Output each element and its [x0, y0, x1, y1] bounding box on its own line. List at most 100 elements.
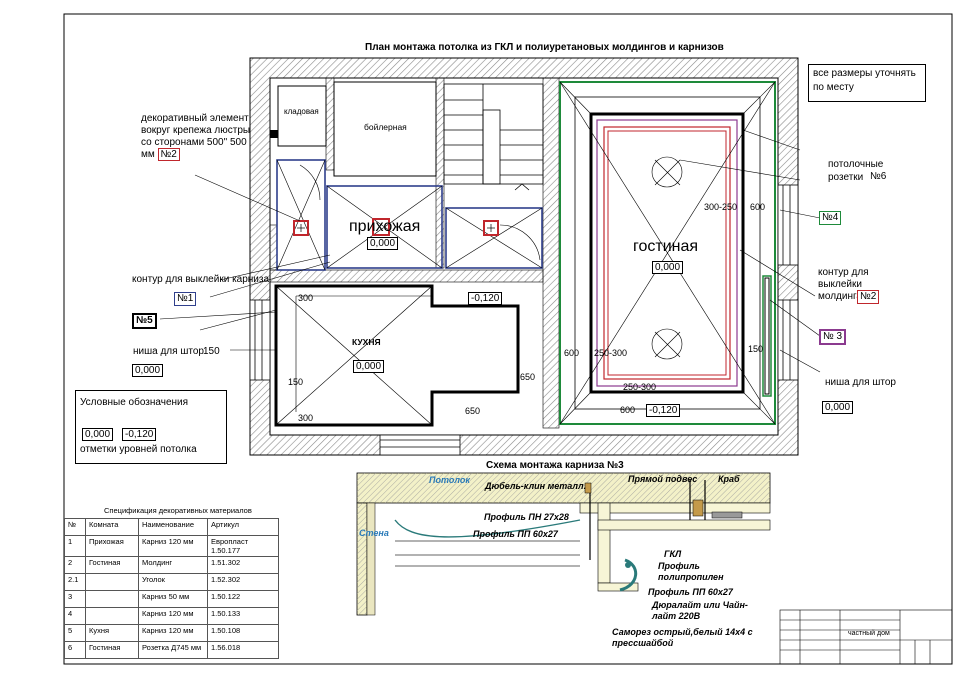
table-cell: 1.50.108 [207, 624, 279, 642]
dim-kitchen-300a: 300 [298, 293, 314, 303]
room-storage: кладовая [284, 107, 319, 116]
dim-living-250b: 250-300 [623, 382, 657, 392]
tag-4-green: №4 [819, 211, 842, 225]
callout-molding: контур для выклейки молдинга [818, 267, 869, 302]
legend-value-1: 0,000 [82, 428, 114, 441]
staircase [443, 83, 544, 191]
section-label-pn: Профиль ПН 27х28 [484, 512, 569, 522]
section-title: Схема монтажа карниза №3 [486, 460, 624, 471]
dim-kitchen-300b: 300 [298, 413, 314, 423]
tag-2-molding: №2 [857, 290, 880, 304]
table-cell: Карниз 120 мм [138, 607, 208, 625]
table-cell: 1 [64, 535, 86, 557]
living-outer-contour [559, 81, 776, 425]
table-cell: 1.56.018 [207, 641, 279, 659]
section-label-pp1: Профиль ПП 60х27 [473, 529, 558, 539]
table-cell: Карниз 50 мм [138, 590, 208, 608]
table-cell: Европласт 1.50.177 [207, 535, 279, 557]
table-header: Комната [85, 518, 139, 536]
tag-2-red: №2 [157, 148, 180, 161]
level-hallway: 0,000 [367, 237, 399, 250]
section-label-pp2: Профиль ПП 60х27 [648, 587, 733, 597]
dim-living-600b: 600 [620, 405, 636, 415]
dim-living-150: 150 [748, 344, 764, 354]
note-box: все размеры уточнять по месту [808, 64, 926, 102]
legend-caption: отметки уровней потолка [80, 444, 197, 455]
section-label-hanger: Прямой подвес [628, 474, 698, 484]
table-cell: Молдинг [138, 556, 208, 574]
table-header: Артикул [207, 518, 279, 536]
section-label-ceiling: Потолок [429, 475, 470, 485]
section-label-dowel: Дюбель-клин металл. [485, 481, 587, 491]
legend-title: Условные обозначения [80, 397, 189, 408]
table-header: Наименование [138, 518, 208, 536]
plan-title: План монтажа потолка из ГКЛ и полиуретан… [365, 42, 724, 53]
table-cell: 5 [64, 624, 86, 642]
table-cell: Розетка Д745 мм [138, 641, 208, 659]
dim-living-250a: 250-300 [594, 348, 628, 358]
table-cell [85, 607, 139, 625]
table-header-row: № Комната Наименование Артикул [64, 518, 279, 536]
window-openings [249, 184, 799, 456]
dim-kitchen-150: 150 [288, 377, 304, 387]
legend-box: Условные обозначения 0,000 -0,120 отметк… [75, 390, 227, 464]
chandelier-square [293, 218, 499, 236]
room-kitchen: КУХНЯ [352, 337, 381, 347]
room-hallway: прихожая [349, 218, 421, 235]
section-label-duralight: Дюралайт или Чайн-лайт 220В [652, 600, 748, 621]
section-label-crab: Краб [718, 474, 740, 484]
level-living: 0,000 [652, 261, 684, 274]
level-upper: -0,120 [468, 292, 503, 305]
table-cell: Гостиная [85, 641, 139, 659]
table-cell: 2 [64, 556, 86, 574]
callout-rosettes: потолочные розетки [828, 159, 884, 183]
room-boiler: бойлерная [364, 122, 407, 132]
table-cell: 3 [64, 590, 86, 608]
dim-living-600top: 600 [750, 202, 766, 212]
living-inner-contour [589, 112, 745, 394]
callout-niche-right: ниша для штор [825, 377, 896, 388]
level-right-niche: 0,000 [822, 401, 854, 414]
level-kitchen: 0,000 [353, 360, 385, 373]
callout-cornice: контур для выклейки карниза [132, 274, 270, 285]
kitchen-contour [274, 284, 520, 427]
table-cell: 1.52.302 [207, 573, 279, 591]
partition-wall [542, 77, 560, 429]
section-label-screw: Саморез острый,белый 14х4 с прессшайбой [612, 627, 753, 648]
tag-5: №5 [132, 313, 157, 329]
tag-1-blue: №1 [174, 292, 197, 306]
table-cell [85, 573, 139, 591]
stamp-name: частный дом [848, 630, 890, 637]
tag-3-purple: № 3 [819, 329, 847, 345]
dim-living-300top: 300-250 [704, 202, 738, 212]
room-living: гостиная [633, 238, 699, 255]
partition-wall [325, 77, 335, 171]
section-label-gkl: ГКЛ [664, 549, 682, 559]
legend-value-2: -0,120 [122, 428, 157, 441]
wall-column [270, 130, 278, 138]
table-cell: Уголок [138, 573, 208, 591]
table-cell: 2.1 [64, 573, 86, 591]
section-label-pp-foam: Профиль полипропилен [658, 561, 724, 582]
level-left-niche: 0,000 [132, 364, 164, 377]
dim-kitchen-650b: 650 [465, 406, 481, 416]
table-cell: Гостиная [85, 556, 139, 574]
leader-lines [159, 129, 821, 373]
tag-6: №6 [870, 171, 887, 182]
table-cell: 6 [64, 641, 86, 659]
table-cell: 1.51.302 [207, 556, 279, 574]
partition-wall [269, 269, 544, 283]
table-cell: Карниз 120 мм [138, 535, 208, 557]
table-header: № [64, 518, 86, 536]
dim-living-600a: 600 [564, 348, 580, 358]
level-living-edge: -0,120 [646, 404, 681, 417]
